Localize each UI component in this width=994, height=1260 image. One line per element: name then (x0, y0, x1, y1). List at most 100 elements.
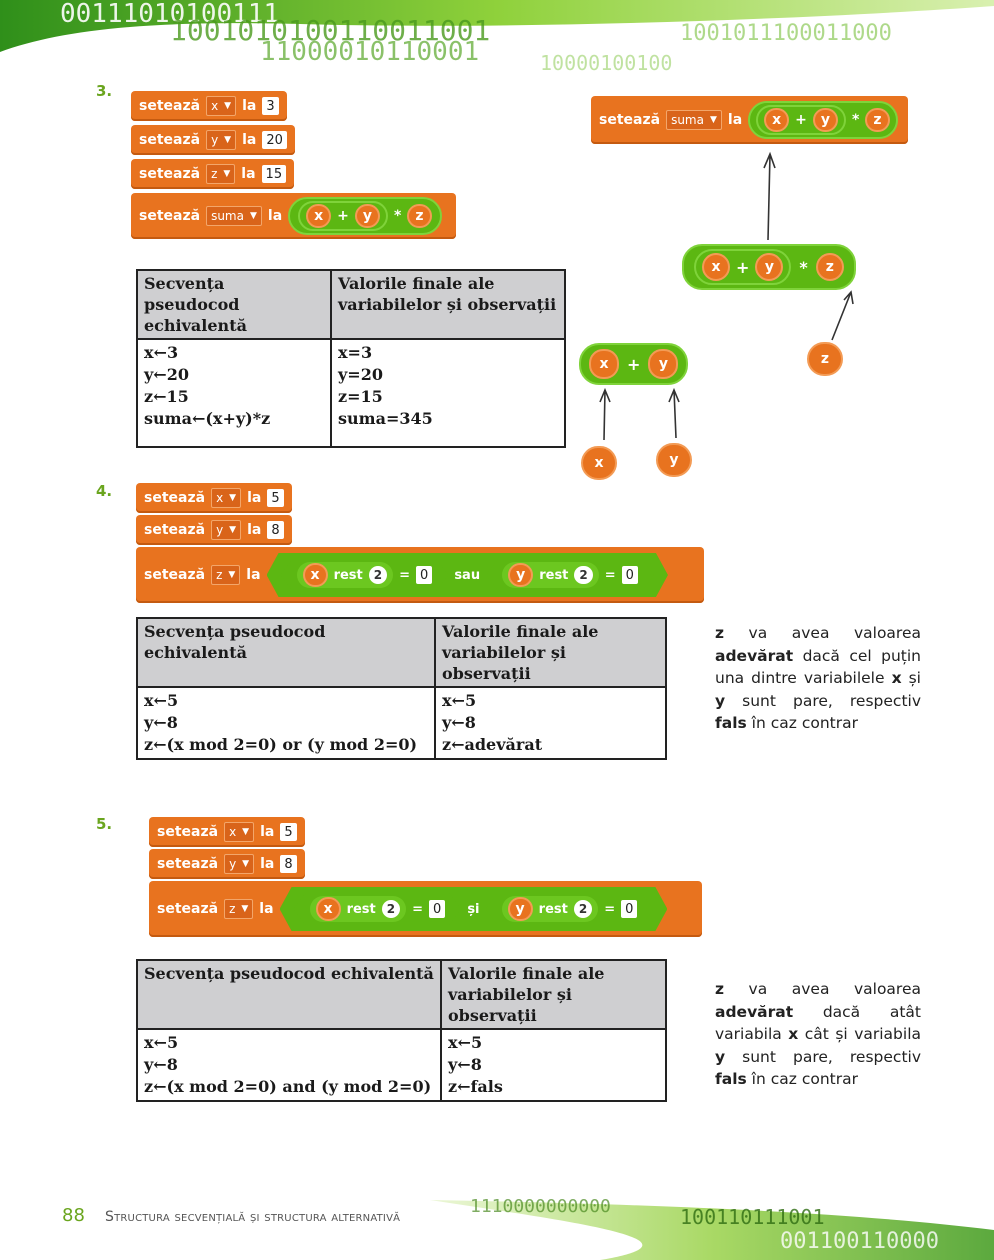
header-values: Valorile finale ale variabilelor și obse… (434, 617, 667, 688)
arrow-x-to-low (599, 387, 611, 441)
value-input: 8 (267, 521, 284, 539)
code-line: z←(x mod 2=0) or (y mod 2=0) (144, 735, 418, 754)
var-y-reporter: y (648, 349, 679, 379)
or-label: sau (454, 567, 481, 583)
binary-text-3: 11000010110001 (260, 37, 479, 67)
equals-operator-1: x rest 2 = 0 (294, 893, 462, 925)
block-set-x: setează x▼ la 3 (131, 91, 287, 121)
equals-sign: = (399, 567, 411, 583)
plus-sign: + (337, 208, 349, 224)
binary-text-6: 1110000000000 (470, 1196, 611, 1217)
mod-operator-2: y rest 2 (502, 896, 599, 922)
binary-text-5: 10000100100 (540, 51, 672, 75)
set-label: setează (139, 208, 201, 224)
pseudocode-cell: x←5 y←8 z←(x mod 2=0) and (y mod 2=0) (136, 1028, 442, 1102)
value-line: z←adevărat (442, 735, 543, 754)
equals-sign: = (604, 567, 616, 583)
block-set-x: setează x▼ la 5 (136, 483, 292, 513)
value-input: 0 (429, 900, 445, 918)
var-dropdown: suma▼ (206, 206, 262, 226)
set-label: setează (139, 166, 201, 182)
value-input: 8 (280, 855, 297, 873)
var-z-reporter: z (865, 108, 890, 132)
to-label: la (246, 567, 261, 583)
var-x-reporter: x (589, 349, 619, 379)
equals-sign: = (412, 901, 424, 917)
block-set-y: setează y▼ la 8 (149, 849, 305, 879)
pseudocode-table-4: Secvența pseudocod echivalentă Valorile … (136, 617, 667, 760)
header-values: Valorile finale ale variabilelor și obse… (440, 959, 667, 1030)
diagram-block-set-suma: setează suma▼ la x + y * z (591, 96, 908, 144)
var-x-reporter: x (764, 108, 790, 132)
value-input: 0 (621, 900, 637, 918)
binary-text-1: 00111010100111 (60, 0, 279, 29)
values-cell: x←5 y←8 z←fals (440, 1028, 667, 1102)
leaf-x-reporter: x (581, 446, 617, 480)
times-sign: * (799, 257, 808, 277)
block-set-z: setează z▼ la 15 (131, 159, 295, 189)
var-dropdown: x▼ (224, 822, 255, 842)
explanation-note-4: z va avea valoarea adevărat dacă cel puț… (715, 624, 921, 732)
multiply-operator: x + y * z (748, 101, 898, 139)
block-set-x: setează x▼ la 5 (149, 817, 305, 847)
to-label: la (727, 112, 743, 128)
set-label: setează (157, 824, 219, 840)
block-set-z-or: setează z▼ la x rest 2 = 0 sau y rest 2 … (136, 547, 704, 603)
binary-text-2: 1001010100110011001 (170, 14, 490, 47)
rest-label: rest (538, 901, 568, 917)
header-pseudocode: Secvența pseudocod echivalentă (136, 617, 436, 688)
to-label: la (267, 208, 283, 224)
arrow-mid-to-top (763, 151, 776, 241)
var-dropdown: z▼ (206, 164, 236, 184)
number-input: 2 (382, 900, 400, 918)
header-values: Valorile finale ale variabilelor și obse… (330, 269, 566, 340)
pseudocode-table-5: Secvența pseudocod echivalentă Valorile … (136, 959, 667, 1102)
times-sign: * (394, 208, 402, 224)
number-input: 2 (369, 566, 387, 584)
code-line: z←15 (144, 387, 189, 406)
set-label: setează (139, 98, 201, 114)
value-line: y←8 (448, 1055, 482, 1074)
code-line: x←5 (144, 691, 179, 710)
exercise-5-number: 5. (96, 815, 113, 833)
plus-sign: + (795, 112, 807, 128)
var-dropdown: suma▼ (666, 110, 722, 130)
mod-operator-1: x rest 2 (297, 562, 394, 588)
plus-sign: + (627, 354, 641, 374)
code-line: y←8 (144, 1055, 178, 1074)
code-line: x←3 (144, 343, 179, 362)
plus-sign: + (736, 257, 750, 277)
var-y-reporter: y (812, 108, 839, 132)
to-label: la (247, 490, 262, 506)
diagram-low-expression: x + y (579, 343, 689, 385)
pseudocode-cell: x←5 y←8 z←(x mod 2=0) or (y mod 2=0) (136, 686, 436, 760)
value-input: 0 (622, 566, 638, 584)
block-set-y: setează y▼ la 20 (131, 125, 295, 155)
value-input: 5 (280, 823, 297, 841)
value-line: z←fals (448, 1077, 503, 1096)
diagram-arrows (599, 151, 854, 441)
header-pseudocode: Secvența pseudocod echivalentă (136, 959, 442, 1030)
values-cell: x=3 y=20 z=15 suma=345 (330, 338, 566, 448)
mod-operator-2: y rest 2 (502, 562, 599, 588)
var-x-reporter: x (316, 897, 341, 921)
block-set-y: setează y▼ la 8 (136, 515, 292, 545)
number-input: 2 (574, 566, 592, 584)
value-line: y←8 (442, 713, 476, 732)
var-y-reporter: y (755, 253, 784, 281)
set-label: setează (157, 901, 219, 917)
rest-label: rest (539, 567, 569, 583)
value-line: suma=345 (338, 409, 433, 428)
exercise-4-number: 4. (96, 482, 113, 500)
leaf-z-reporter: z (807, 342, 843, 376)
rest-label: rest (333, 567, 363, 583)
chapter-title: Structura secvențială și structura alter… (105, 1209, 401, 1225)
mod-operator-1: x rest 2 (310, 896, 407, 922)
to-label: la (242, 98, 257, 114)
header-pseudocode: Secvența pseudocod echivalentă (136, 269, 332, 340)
var-x-reporter: x (303, 563, 328, 587)
to-label: la (247, 522, 262, 538)
plus-operator: x + y (694, 249, 792, 285)
set-label: setează (144, 567, 206, 583)
value-line: x←5 (442, 691, 477, 710)
